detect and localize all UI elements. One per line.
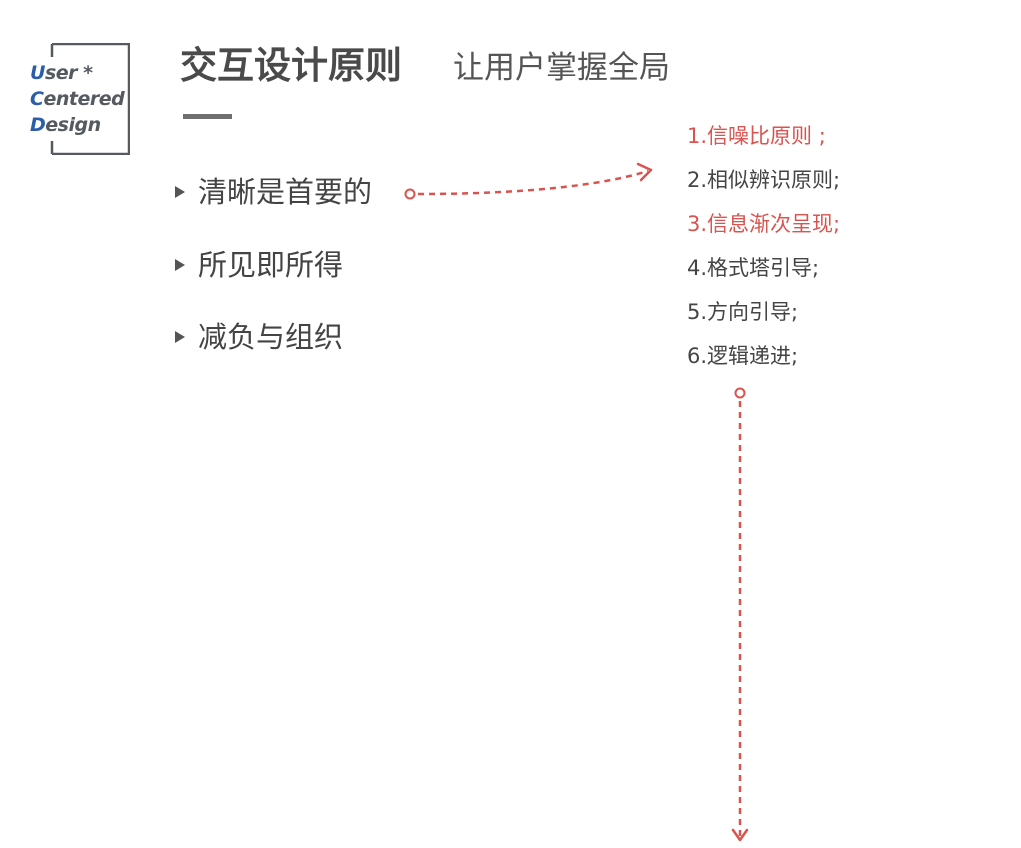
principle-item-2: 2.相似辨识原则; <box>687 168 841 192</box>
bullet-label: 减负与组织 <box>198 320 344 354</box>
logo-word-centered: entered <box>43 88 125 110</box>
logo-frame <box>50 43 130 155</box>
triangle-bullet-icon <box>175 331 185 343</box>
bullet-label: 所见即所得 <box>198 248 344 282</box>
principle-item-6: 6.逻辑递进; <box>687 344 799 368</box>
bullet-item-reduce-organize: 减负与组织 <box>175 315 343 359</box>
vertical-dashed-arrow-icon <box>731 387 749 842</box>
bullet-item-wysiwyg: 所见即所得 <box>175 243 343 287</box>
bullet-label: 清晰是首要的 <box>198 175 373 209</box>
page-title: 交互设计原则 <box>180 44 402 87</box>
logo-word-design: esign <box>45 114 101 136</box>
title-underline <box>183 114 232 119</box>
logo-initial-d: D <box>30 114 46 136</box>
principle-item-4: 4.格式塔引导; <box>687 256 820 280</box>
logo-word-user: ser * <box>44 62 93 84</box>
logo-initial-u: U <box>30 62 45 84</box>
logo-line-centered: Centered <box>30 86 125 112</box>
curved-dashed-arrow-icon <box>404 162 653 200</box>
principle-item-3: 3.信息渐次呈现; <box>687 212 841 236</box>
principle-item-1: 1.信噪比原则 ; <box>687 124 826 148</box>
logo-initial-c: C <box>30 88 44 110</box>
logo-line-design: Design <box>30 112 124 138</box>
logo: User * Centered Design <box>26 43 130 155</box>
triangle-bullet-icon <box>175 259 185 271</box>
bullet-item-clarity: 清晰是首要的 <box>175 170 372 214</box>
principle-item-5: 5.方向引导; <box>687 300 799 324</box>
logo-line-user: User * <box>30 60 124 86</box>
triangle-bullet-icon <box>175 186 185 198</box>
page-subtitle: 让用户掌握全局 <box>453 50 670 86</box>
logo-text: User * Centered Design <box>30 60 125 138</box>
